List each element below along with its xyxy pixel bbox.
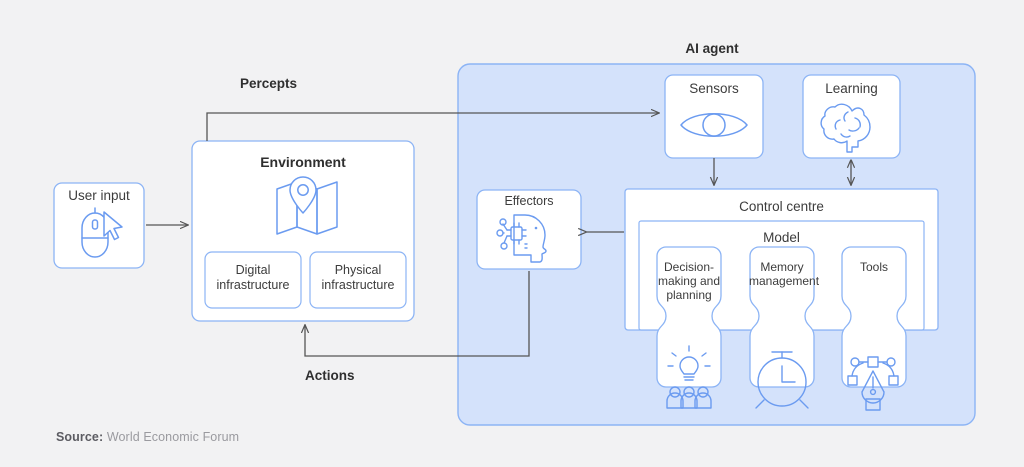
brain-icon xyxy=(820,103,871,153)
source-value: World Economic Forum xyxy=(106,430,240,444)
digital-infrastructure-box xyxy=(204,251,302,309)
model-item-decision-making xyxy=(656,246,722,388)
pen-tool-icon xyxy=(847,356,899,411)
physical-infrastructure-box xyxy=(309,251,407,309)
source-label: Source: xyxy=(56,430,104,444)
effectors-label: Effectors xyxy=(504,194,554,208)
sensors-label: Sensors xyxy=(689,81,739,96)
mouse-cursor-icon xyxy=(81,207,123,258)
map-pin-icon xyxy=(276,176,338,235)
arrow-actions xyxy=(305,271,530,357)
physical-infrastructure-label: Physical infrastructure xyxy=(321,263,395,292)
percepts-label: Percepts xyxy=(240,76,298,91)
source-footer: Source: World Economic Forum xyxy=(56,430,239,444)
model-item-tools-label: Tools xyxy=(859,260,888,274)
alarm-clock-icon xyxy=(755,351,809,409)
arrow-percepts xyxy=(206,113,659,141)
lightbulb-people-icon xyxy=(666,345,712,409)
digital-infrastructure-label: Digital infrastructure xyxy=(216,263,290,292)
model-label: Model xyxy=(763,230,800,245)
model-item-memory-management xyxy=(749,246,815,388)
control-centre-label: Control centre xyxy=(739,199,824,214)
ai-agent-title: AI agent xyxy=(685,41,739,56)
environment-label: Environment xyxy=(260,154,346,170)
user-input-box xyxy=(53,182,145,269)
model-item-decision-making-label: Decision-making and planning xyxy=(657,260,721,303)
ai-head-circuit-icon xyxy=(496,214,547,263)
user-input-label: User input xyxy=(68,188,130,203)
learning-label: Learning xyxy=(825,81,878,96)
eye-icon xyxy=(680,113,748,137)
model-item-tools xyxy=(841,246,907,388)
model-item-memory-management-label: Memory management xyxy=(749,260,820,289)
actions-label: Actions xyxy=(305,368,355,383)
